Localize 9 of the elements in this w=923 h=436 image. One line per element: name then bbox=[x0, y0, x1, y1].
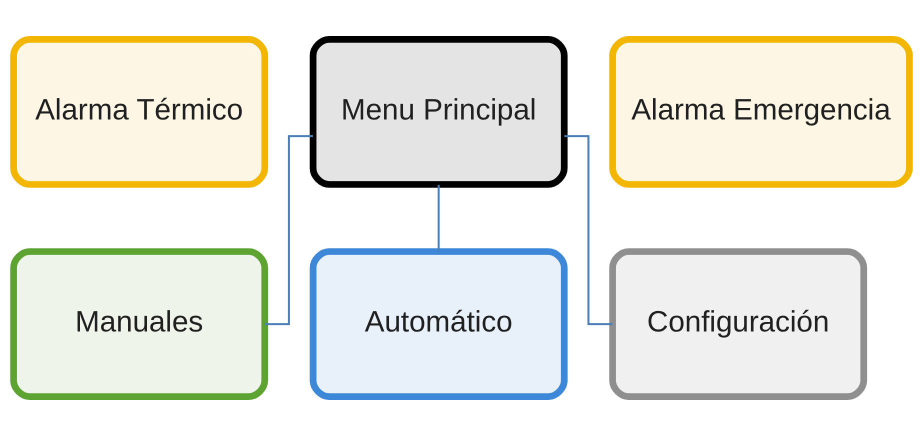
node-box: Manuales bbox=[10, 248, 268, 400]
connector bbox=[438, 184, 440, 252]
node-box: Menu Principal bbox=[310, 36, 568, 188]
node-box: Configuración bbox=[609, 248, 868, 400]
connector bbox=[564, 135, 612, 326]
connector bbox=[264, 135, 313, 326]
node-box: Alarma Emergencia bbox=[609, 36, 913, 188]
node-box: Alarma Térmico bbox=[10, 36, 268, 188]
node-box: Automático bbox=[310, 248, 568, 400]
